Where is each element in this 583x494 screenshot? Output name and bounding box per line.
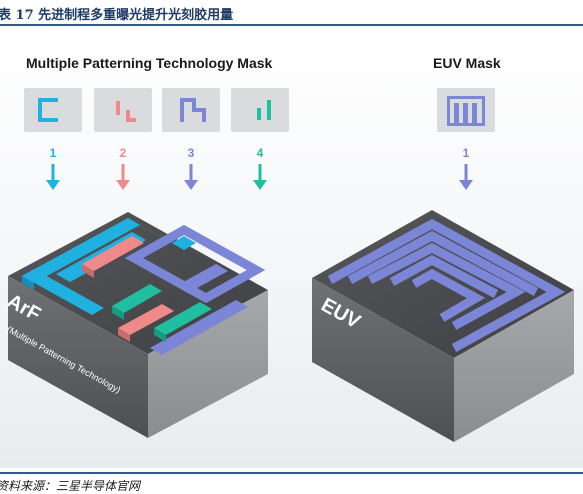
mask-3 xyxy=(162,88,220,132)
header-rule xyxy=(0,24,583,26)
arf-chip xyxy=(8,212,268,438)
figure-title: 表 17 先进制程多重曝光提升光刻胶用量 xyxy=(0,8,234,23)
mask-3-pattern-icon xyxy=(180,98,206,122)
mask-4 xyxy=(231,88,289,132)
arf-teal-pattern xyxy=(112,284,212,342)
arrow-down-4-icon xyxy=(253,164,267,190)
step-3-number: 3 xyxy=(187,146,195,160)
arrow-down-2-icon xyxy=(116,164,130,190)
euv-chip xyxy=(312,210,574,442)
euv-mask-title: EUV Mask xyxy=(433,55,501,71)
mpt-mask-title: Multiple Patterning Technology Mask xyxy=(26,55,273,71)
arrow-down-1-icon xyxy=(46,164,60,190)
footer-rule xyxy=(0,472,583,474)
euv-mask xyxy=(437,88,495,132)
step-4-number: 4 xyxy=(256,146,264,160)
step-1-number: 1 xyxy=(49,146,57,160)
mask-2 xyxy=(94,88,152,132)
mask-4-pattern-icon xyxy=(257,100,271,120)
euv-mask-pattern-icon xyxy=(447,96,485,126)
chips-illustration xyxy=(8,210,574,442)
source-note: 资料来源：三星半导体官网 xyxy=(0,479,141,493)
arrow-down-euv-icon xyxy=(459,164,473,190)
table-header: 表 17 先进制程多重曝光提升光刻胶用量 xyxy=(0,0,583,26)
mask-1-pattern-icon xyxy=(38,98,58,122)
mask-2-pattern-icon xyxy=(116,101,136,122)
arf-pink-pattern xyxy=(82,236,174,342)
step-2-number: 2 xyxy=(119,146,127,160)
mask-1 xyxy=(24,88,82,132)
arrow-down-3-icon xyxy=(184,164,198,190)
euv-purple-pattern xyxy=(327,218,566,352)
euv-step-number: 1 xyxy=(462,146,470,160)
illustration-panel: Multiple Patterning Technology Mask EUV … xyxy=(0,28,583,468)
arf-purple-pattern xyxy=(124,224,266,355)
